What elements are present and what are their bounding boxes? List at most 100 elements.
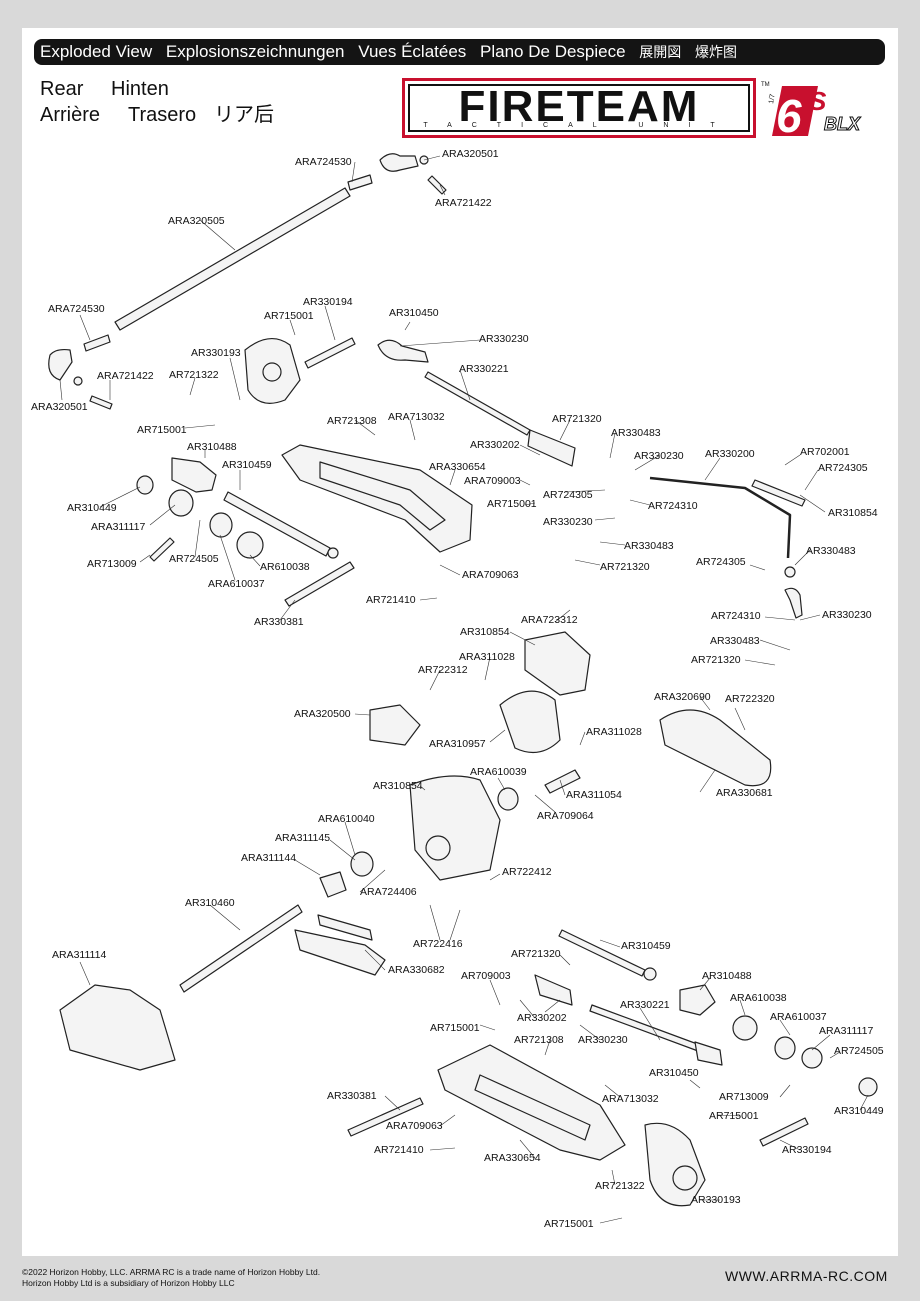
part-label: AR713009 [719, 1091, 769, 1103]
part-label: AR310854 [373, 780, 423, 792]
bearing-diff-left [350, 851, 374, 877]
header-title-jp: 展開図 [639, 44, 682, 60]
part-label: AR330483 [611, 427, 661, 439]
part-label: AR724305 [818, 462, 868, 474]
part-label: ARA310957 [429, 738, 486, 750]
rod-end-top [379, 153, 419, 172]
logo-scale: 1/7 [768, 93, 777, 104]
brace-lower [294, 929, 386, 976]
part-label: AR724305 [543, 489, 593, 501]
part-label: AR715001 [544, 1218, 594, 1230]
part-label: ARA311145 [275, 832, 331, 844]
rod-end-left [48, 348, 73, 381]
part-label: ARA713032 [602, 1093, 659, 1105]
footer-copyright: ©2022 Horizon Hobby, LLC. ARRMA RC is a … [22, 1267, 321, 1277]
footer-legal: ©2022 Horizon Hobby, LLC. ARRMA RC is a … [22, 1267, 320, 1289]
part-label: ARA610039 [470, 766, 527, 778]
part-label: AR721320 [691, 654, 741, 666]
part-label: AR330200 [705, 448, 755, 460]
part-label: AR722312 [418, 664, 468, 676]
leader-lines [59, 155, 869, 1224]
part-label: ARA723312 [521, 614, 578, 626]
hinge-pin-lower [347, 1097, 424, 1137]
part-label: AR721410 [366, 594, 416, 606]
part-label: AR330230 [634, 450, 684, 462]
fireteam-logo: FIRETEAM TACTICAL UNIT [402, 78, 756, 138]
dogbone-lower [179, 904, 303, 993]
part-label: ARA311117 [91, 521, 146, 533]
part-label: AR722416 [413, 938, 463, 950]
gearbox-case [409, 775, 501, 881]
part-label: ARA713032 [388, 411, 445, 423]
pinion [544, 769, 581, 794]
part-label: AR330194 [303, 296, 353, 308]
section-label-fr: Arrière [40, 104, 101, 126]
part-label: AR721410 [374, 1144, 424, 1156]
header-bar: Exploded View Explosionszeichnungen Vues… [34, 39, 885, 65]
part-label: AR715001 [430, 1022, 480, 1034]
part-label: AR715001 [709, 1110, 759, 1122]
part-label: AR713009 [87, 558, 137, 570]
header-title-cn: 爆炸图 [695, 44, 738, 60]
part-label: AR715001 [137, 424, 187, 436]
part-label: ARA320500 [294, 708, 351, 720]
dogbone-lower-right [558, 929, 646, 977]
part-label: ARA311028 [459, 651, 515, 663]
part-label: AR310449 [834, 1105, 884, 1117]
part-label: AR721308 [327, 415, 377, 427]
bearing-mid [209, 512, 233, 538]
part-label: ARA724530 [48, 303, 105, 315]
header-title-fr: Vues Éclatées [358, 42, 467, 61]
rod-end-lower [534, 974, 573, 1006]
part-label: AR330202 [517, 1012, 567, 1024]
part-label: ARA320505 [168, 215, 225, 227]
part-label: ARA311054 [566, 789, 622, 801]
screw-top [427, 175, 447, 195]
part-label: ARA709063 [386, 1120, 443, 1132]
footer-website-link[interactable]: WWW.ARRMA-RC.COM [725, 1268, 888, 1284]
part-label: ARA320501 [31, 401, 88, 413]
part-label: AR330193 [191, 347, 241, 359]
part-label: AR724505 [169, 553, 219, 565]
badge-s: S [809, 86, 827, 116]
part-label: AR330483 [806, 545, 856, 557]
badge-blx: BLX [824, 114, 861, 134]
part-label: AR715001 [487, 498, 537, 510]
part-label: AR724310 [711, 610, 761, 622]
part-label: AR310459 [621, 940, 671, 952]
part-label: AR722320 [725, 693, 775, 705]
rod-end-lower-right [694, 1041, 723, 1066]
part-label: ARA311117 [819, 1025, 874, 1037]
outdrive-cup [171, 457, 217, 493]
logo-tagline: TACTICAL UNIT [423, 122, 735, 129]
part-label: ARA330681 [716, 787, 773, 799]
part-label: ARA709003 [464, 475, 521, 487]
nut-left [136, 475, 154, 495]
part-label: AR721308 [514, 1034, 564, 1046]
badge-six: 6 [776, 90, 802, 140]
part-label: ARA320501 [442, 148, 499, 160]
part-label: AR721320 [511, 948, 561, 960]
part-label: AR330230 [543, 516, 593, 528]
part-label: AR330381 [327, 1090, 377, 1102]
part-label: AR721322 [169, 369, 219, 381]
part-label: ARA311144 [241, 852, 297, 864]
section-label-en: Rear [40, 78, 84, 100]
part-label: AR610038 [260, 561, 310, 573]
part-label: AR724305 [696, 556, 746, 568]
hinge-pin-right [759, 1117, 809, 1147]
dogbone-upper [223, 491, 331, 557]
turnbuckle-upper [377, 339, 429, 363]
part-label: AR709003 [461, 970, 511, 982]
logo-brand-text: FIRETEAM [458, 82, 700, 131]
section-label-es: Trasero [128, 104, 197, 126]
hinge-pin-lower-upper [284, 561, 355, 607]
part-label: AR715001 [264, 310, 314, 322]
part-label: ARA721422 [97, 370, 154, 382]
outdrive-right [679, 984, 716, 1016]
part-label: AR721320 [600, 561, 650, 573]
part-label: AR330483 [710, 635, 760, 647]
part-label: AR721320 [552, 413, 602, 425]
part-label: AR330230 [822, 609, 872, 621]
